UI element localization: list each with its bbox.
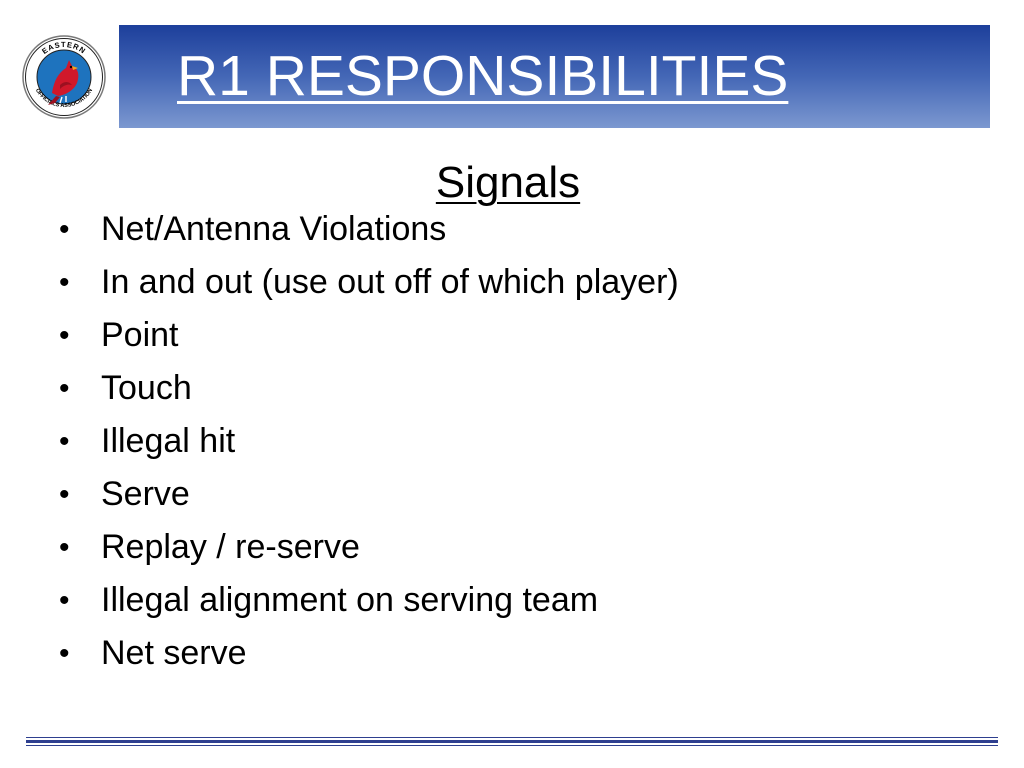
bullet-text: In and out (use out off of which player): [101, 263, 679, 301]
bullet-text: Point: [101, 316, 179, 354]
association-logo: EASTERN OFFICIALS ASSOCIATION: [22, 35, 106, 119]
list-item: • Point: [56, 314, 716, 357]
bullet-icon: •: [59, 637, 70, 670]
list-item: • Illegal alignment on serving team: [56, 579, 716, 622]
bullet-icon: •: [59, 425, 70, 458]
slide-subtitle: Signals: [435, 158, 581, 207]
bullet-text: Replay / re-serve: [101, 528, 360, 566]
list-item: • Net/Antenna Violations: [56, 208, 716, 251]
list-item: • Net serve: [56, 632, 716, 675]
bullet-text: Illegal hit: [101, 422, 236, 460]
bullet-list: • Net/Antenna Violations • In and out (use…: [56, 208, 716, 685]
cardinal-bird-icon: [48, 60, 79, 105]
list-item: • Serve: [56, 473, 716, 516]
bullet-text: Serve: [101, 475, 190, 513]
bullet-icon: •: [59, 584, 70, 617]
bullet-text: Touch: [101, 369, 192, 407]
bullet-text: Net/Antenna Violations: [101, 210, 447, 248]
bullet-icon: •: [59, 319, 70, 352]
bullet-icon: •: [59, 478, 70, 511]
footer-divider: [26, 737, 998, 747]
bullet-icon: •: [59, 266, 70, 299]
list-item: • Illegal hit: [56, 420, 716, 463]
bullet-text: Net serve: [101, 634, 247, 672]
list-item: • Replay / re-serve: [56, 526, 716, 569]
bullet-icon: •: [59, 213, 70, 246]
bullet-text: Illegal alignment on serving team: [101, 581, 599, 619]
bullet-icon: •: [59, 372, 70, 405]
bullet-icon: •: [59, 531, 70, 564]
list-item: • In and out (use out off of which player…: [56, 261, 716, 304]
list-item: • Touch: [56, 367, 716, 410]
slide-title: R1 RESPONSIBILITIES: [177, 44, 789, 108]
title-bar: R1 RESPONSIBILITIES: [119, 25, 990, 128]
